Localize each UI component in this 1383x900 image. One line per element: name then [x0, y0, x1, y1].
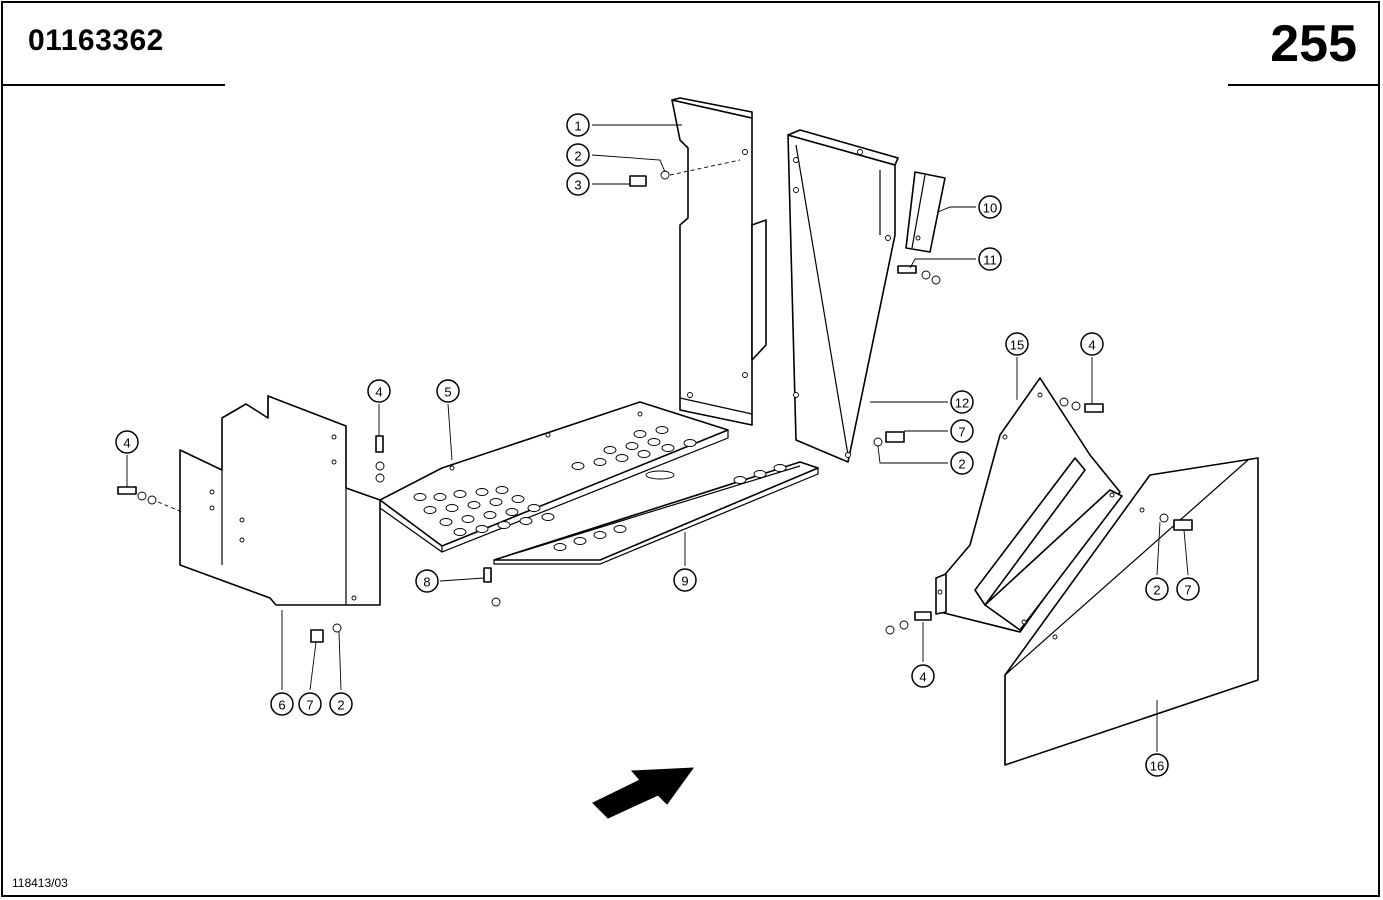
callout-2: 2	[950, 451, 974, 475]
callout-2: 2	[566, 143, 590, 167]
callout-1: 1	[566, 113, 590, 137]
svg-text:4: 4	[123, 436, 130, 451]
svg-text:11: 11	[983, 253, 997, 268]
svg-text:4: 4	[919, 670, 926, 685]
callout-2: 2	[1145, 577, 1169, 601]
svg-text:12: 12	[955, 396, 969, 411]
svg-text:4: 4	[1088, 338, 1095, 353]
svg-text:7: 7	[958, 425, 965, 440]
leader-lines	[126, 124, 1189, 752]
part-6-side-cover	[179, 395, 381, 606]
part-5-perforated-plate	[379, 401, 729, 553]
svg-text:1: 1	[574, 119, 581, 134]
callout-12: 12	[950, 390, 974, 414]
callout-7: 7	[1176, 577, 1200, 601]
part-1-upright-panel	[671, 97, 767, 426]
svg-text:10: 10	[983, 201, 997, 216]
svg-text:9: 9	[681, 574, 688, 589]
svg-text:2: 2	[574, 149, 581, 164]
callout-5: 5	[436, 379, 460, 403]
part-12-triangular-panel	[787, 129, 899, 463]
callout-4: 4	[115, 430, 139, 454]
callout-2: 2	[329, 692, 353, 716]
svg-text:2: 2	[1153, 583, 1160, 598]
part-number: 01163362	[28, 24, 164, 57]
header-rule-right	[1228, 84, 1378, 86]
svg-text:2: 2	[337, 698, 344, 713]
travel-direction-arrow-icon	[592, 767, 695, 819]
page-number: 255	[1270, 15, 1357, 73]
callout-9: 9	[673, 568, 697, 592]
callout-11: 11	[978, 247, 1002, 271]
callout-15: 15	[1005, 332, 1029, 356]
callout-8: 8	[415, 569, 439, 593]
callout-10: 10	[978, 195, 1002, 219]
svg-text:8: 8	[423, 575, 430, 590]
part-9-step-tread	[493, 461, 819, 565]
part-15-angled-panel	[935, 377, 1123, 633]
callout-4: 4	[1080, 332, 1104, 356]
callout-7: 7	[950, 419, 974, 443]
part-10-bracket	[905, 171, 946, 253]
svg-text:6: 6	[278, 698, 285, 713]
svg-text:16: 16	[1150, 759, 1164, 774]
svg-text:5: 5	[444, 385, 451, 400]
callout-4: 4	[367, 379, 391, 403]
callout-6: 6	[270, 692, 294, 716]
svg-text:7: 7	[306, 698, 313, 713]
svg-text:3: 3	[574, 178, 581, 193]
svg-text:4: 4	[375, 385, 382, 400]
fasteners	[117, 159, 1193, 643]
callout-3: 3	[566, 172, 590, 196]
svg-text:2: 2	[958, 457, 965, 472]
callout-16: 16	[1145, 753, 1169, 777]
svg-text:15: 15	[1010, 338, 1024, 353]
part-16-flat-plate	[1004, 457, 1259, 766]
svg-text:7: 7	[1184, 583, 1191, 598]
callout-4: 4	[911, 664, 935, 688]
callout-7: 7	[298, 692, 322, 716]
header-rule-left	[3, 84, 225, 86]
drawing-code: 118413/03	[12, 876, 68, 890]
